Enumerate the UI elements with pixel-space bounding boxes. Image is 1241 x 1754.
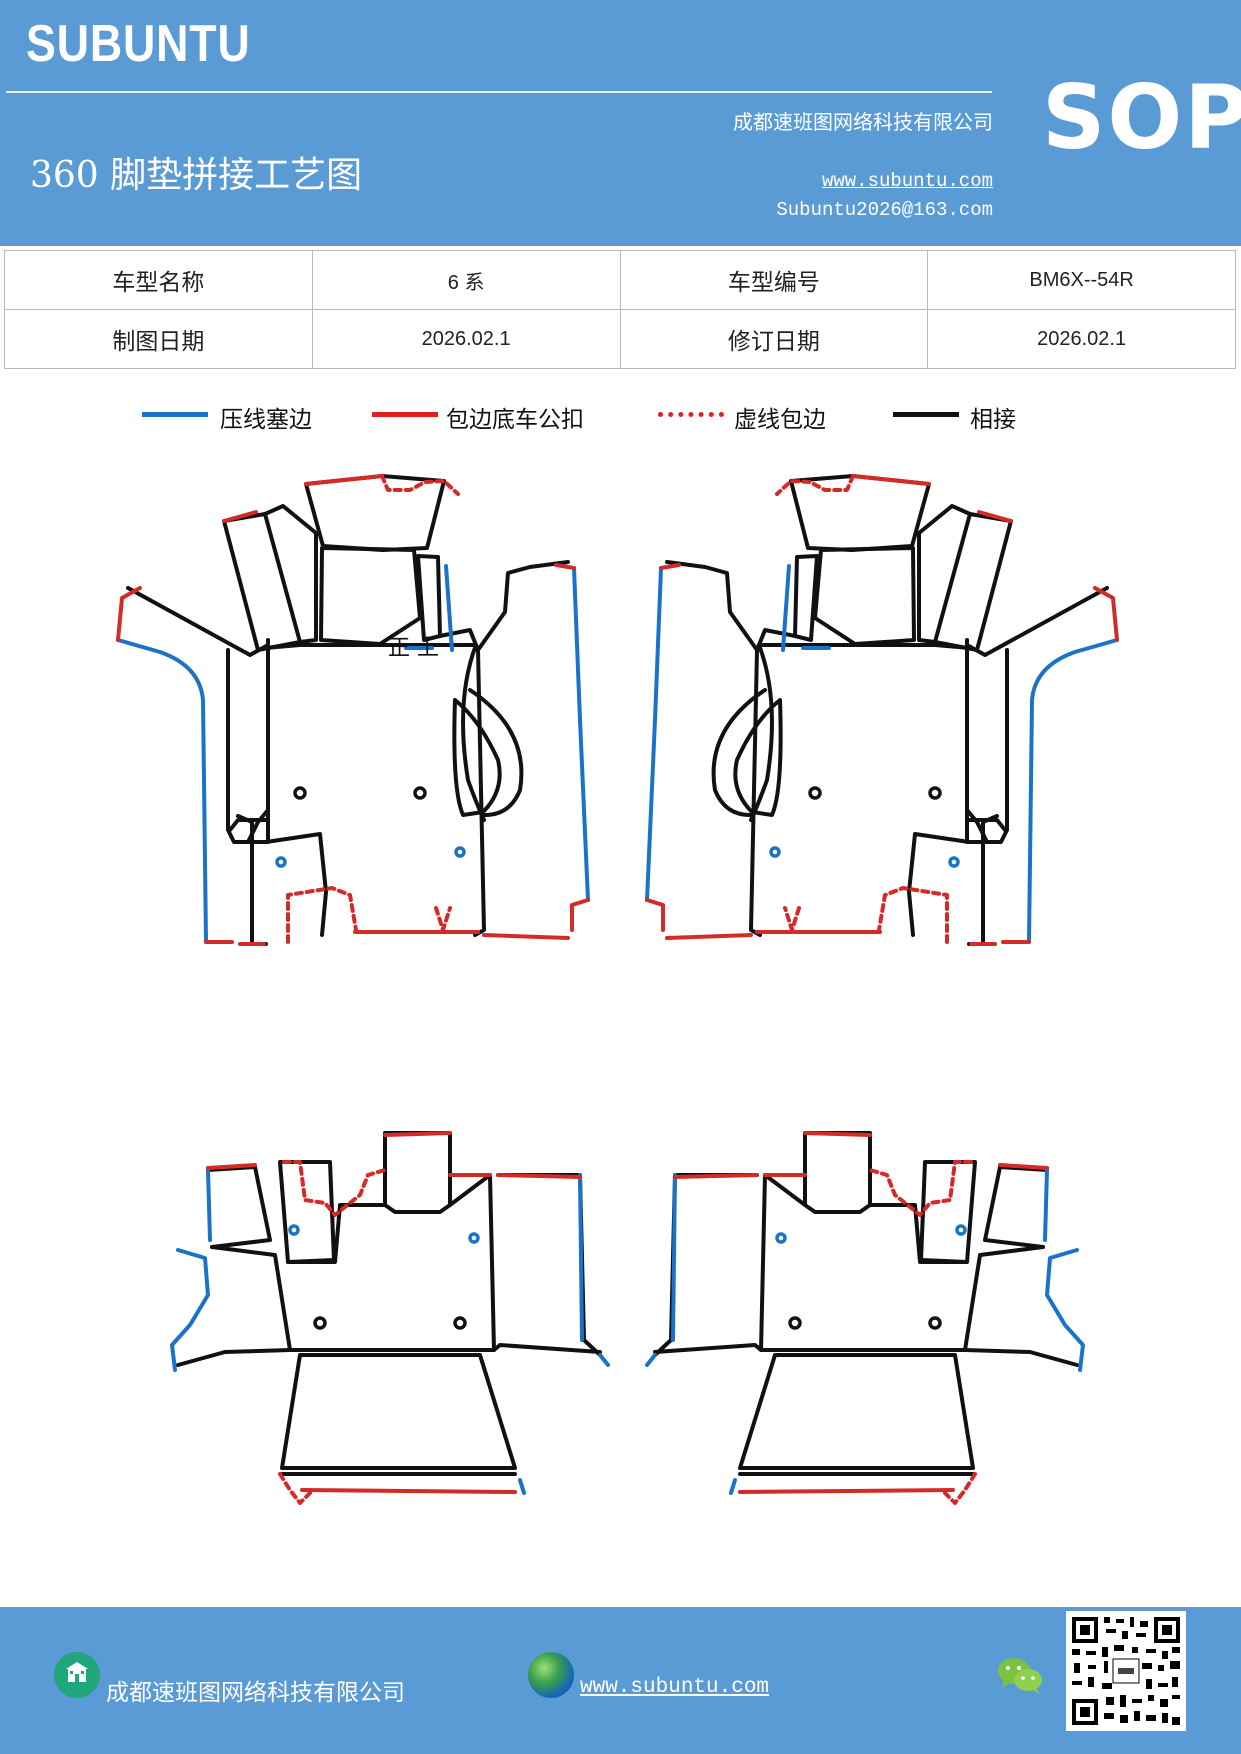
label-revision-date: 修订日期 bbox=[619, 309, 929, 369]
company-icon bbox=[54, 1652, 100, 1698]
globe-icon bbox=[528, 1652, 574, 1698]
floor-mat-diagram: 正 上 bbox=[116, 474, 1119, 1505]
mat-set-front-lhd bbox=[116, 474, 590, 946]
mat-set-rear-lhd bbox=[170, 1131, 610, 1505]
orientation-note: 正 上 bbox=[388, 636, 439, 661]
sop-badge: SOP bbox=[1042, 66, 1241, 169]
header-banner: SUBUNTU 成都速班图网络科技有限公司 360 脚垫拼接工艺图 www.su… bbox=[0, 0, 1241, 246]
legend-swatch-red bbox=[372, 412, 438, 417]
info-table: 车型名称 6 系 车型编号 BM6X--54R 制图日期 2026.02.1 修… bbox=[4, 250, 1236, 369]
legend-swatch-black bbox=[893, 412, 959, 417]
legend-swatch-blue bbox=[142, 412, 208, 417]
mat-set-rear-rhd bbox=[645, 1131, 1085, 1505]
header-company: 成都速班图网络科技有限公司 bbox=[733, 110, 993, 134]
header-email[interactable]: Subuntu2026@163.com bbox=[776, 199, 993, 221]
legend-label-black: 相接 bbox=[970, 407, 1016, 433]
wechat-icon[interactable] bbox=[996, 1655, 1044, 1697]
table-row: 车型名称 6 系 车型编号 BM6X--54R bbox=[4, 250, 1236, 310]
mat-set-front-rhd bbox=[645, 474, 1119, 946]
footer-website-link[interactable]: www.subuntu.com bbox=[580, 1676, 770, 1699]
legend-swatch-dotted bbox=[658, 412, 724, 417]
table-row: 制图日期 2026.02.1 修订日期 2026.02.1 bbox=[4, 309, 1236, 369]
legend-label-blue: 压线塞边 bbox=[220, 407, 312, 433]
footer-company: 成都速班图网络科技有限公司 bbox=[106, 1680, 405, 1706]
header-divider bbox=[6, 91, 992, 93]
page-title: 360 脚垫拼接工艺图 bbox=[30, 155, 363, 196]
legend-label-red: 包边底车公扣 bbox=[446, 407, 584, 433]
value-draw-date: 2026.02.1 bbox=[311, 309, 621, 369]
footer-banner: 成都速班图网络科技有限公司 www.subuntu.com bbox=[0, 1607, 1241, 1754]
label-model-name: 车型名称 bbox=[4, 250, 313, 310]
value-model-code: BM6X--54R bbox=[927, 250, 1236, 310]
header-website-link[interactable]: www.subuntu.com bbox=[821, 170, 993, 192]
legend-label-dotted: 虚线包边 bbox=[734, 407, 826, 433]
brand-logo: SUBUNTU bbox=[26, 15, 251, 73]
label-model-code: 车型编号 bbox=[619, 250, 929, 310]
label-draw-date: 制图日期 bbox=[4, 309, 313, 369]
qr-code bbox=[1066, 1611, 1186, 1731]
value-revision-date: 2026.02.1 bbox=[927, 309, 1236, 369]
value-model-name: 6 系 bbox=[311, 250, 621, 310]
legend: 压线塞边 包边底车公扣 虚线包边 相接 bbox=[0, 400, 1241, 440]
